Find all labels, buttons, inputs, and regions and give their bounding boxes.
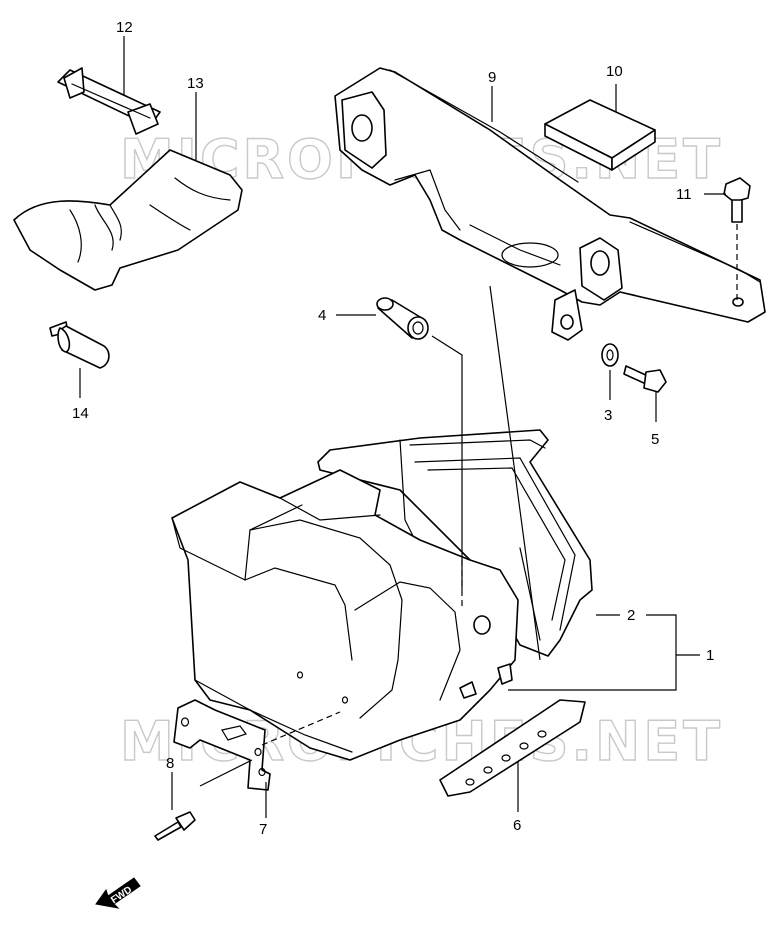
callout-1: 1	[706, 647, 714, 664]
callout-9: 9	[488, 69, 496, 86]
callout-12: 12	[116, 19, 133, 36]
callout-13: 13	[187, 75, 204, 92]
pad-part-10[interactable]	[544, 99, 656, 171]
callout-7: 7	[259, 821, 267, 838]
battery-box-part-1[interactable]	[171, 469, 519, 761]
callout-2: 2	[627, 607, 635, 624]
collar-part-4[interactable]	[376, 297, 429, 340]
callout-3: 3	[604, 407, 612, 424]
strap-part-12[interactable]	[57, 67, 161, 135]
grommet-part-14[interactable]	[49, 321, 110, 369]
callout-8: 8	[166, 755, 174, 772]
gasket-part-2[interactable]	[317, 429, 593, 657]
band-part-6[interactable]	[439, 699, 586, 797]
bolt-part-5[interactable]	[623, 365, 667, 393]
bracket-part-9[interactable]	[334, 67, 766, 341]
bracket-part-7[interactable]	[173, 699, 271, 791]
callout-11: 11	[676, 186, 692, 203]
fwd-arrow-icon: FWD	[95, 877, 141, 909]
washer-part-3[interactable]	[601, 343, 619, 367]
rivet-part-8[interactable]	[154, 811, 196, 841]
callout-5: 5	[651, 431, 659, 448]
cover-part-13[interactable]	[13, 149, 243, 291]
leader-lines	[79, 36, 726, 818]
callout-14: 14	[72, 405, 89, 422]
callout-10: 10	[606, 63, 623, 80]
callout-4: 4	[318, 307, 326, 324]
callout-6: 6	[513, 817, 521, 834]
